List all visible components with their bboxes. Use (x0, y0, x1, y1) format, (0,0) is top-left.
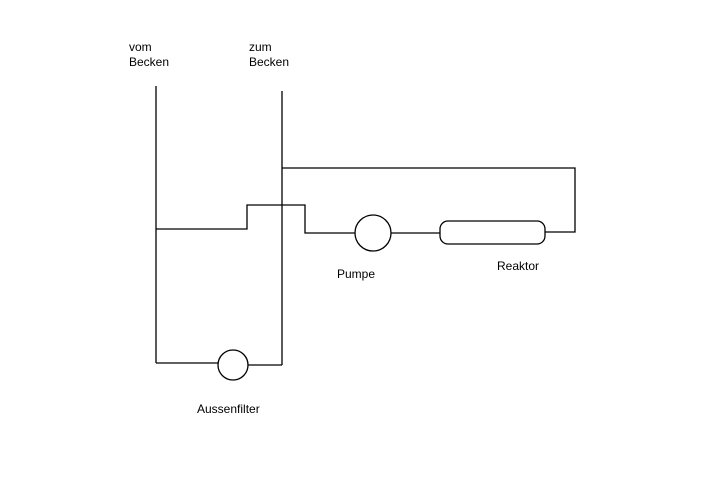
label-reactor: Reaktor (497, 259, 540, 273)
pump-symbol (354, 214, 392, 252)
label-pump: Pumpe (337, 267, 376, 281)
label-from-tank: vom Becken (129, 40, 170, 69)
pump-feed-pipe (156, 204, 355, 234)
label-to-tank: zum Becken (249, 40, 290, 69)
return-pipe (282, 167, 576, 233)
reactor-symbol (439, 220, 546, 245)
label-external-filter: Aussenfilter (197, 402, 260, 416)
external-filter-symbol (217, 349, 249, 381)
